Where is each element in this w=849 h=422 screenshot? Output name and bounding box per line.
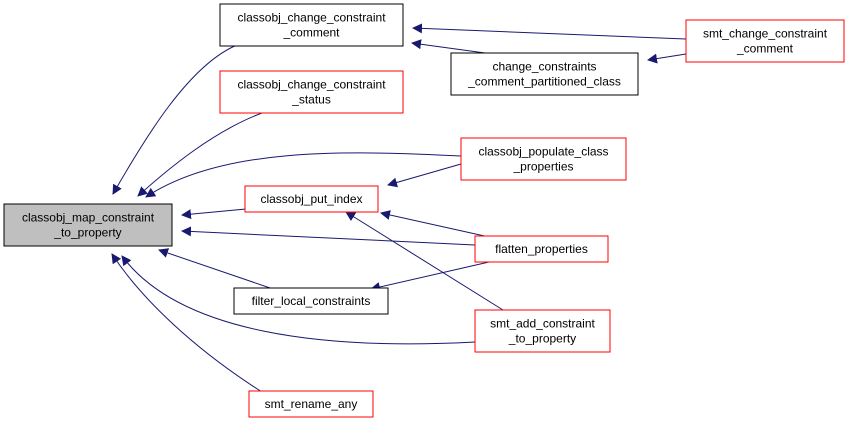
- edge-populate_class-to-put_index: [387, 163, 462, 188]
- node-label-line: smt_change_constraint: [703, 27, 828, 41]
- edge-change_status-to-root: [137, 112, 263, 197]
- edge-change_partitioned-to-change_comment: [411, 39, 486, 54]
- node-box: [244, 185, 379, 213]
- nodes-layer: classobj_map_constraint_to_propertyclass…: [3, 3, 845, 418]
- node-label-line: _comment_partitioned_class: [467, 75, 621, 89]
- edge-populate_class-to-root: [145, 152, 462, 198]
- node-label-line: _status: [291, 93, 331, 107]
- node-populate-class[interactable]: classobj_populate_class_properties: [460, 137, 627, 181]
- node-label-line: filter_local_constraints: [252, 294, 371, 308]
- edge-smt_add-to-root: [121, 255, 476, 345]
- node-label-line: _properties: [512, 160, 573, 174]
- node-label-line: _comment: [282, 26, 340, 40]
- node-label-line: _to_property: [508, 332, 576, 346]
- edge-put_index-to-root: [181, 208, 247, 220]
- node-box: [685, 19, 845, 63]
- node-label-line: classobj_change_constraint: [237, 78, 386, 92]
- node-root[interactable]: classobj_map_constraint_to_property: [3, 203, 173, 247]
- edge-smt_change_comment-to-change_comment: [412, 23, 687, 40]
- edge-rename_any-to-root: [111, 253, 263, 393]
- node-change-comment[interactable]: classobj_change_constraint_comment: [219, 3, 404, 47]
- node-label-line: classobj_map_constraint: [22, 211, 155, 225]
- node-filter-local[interactable]: filter_local_constraints: [233, 287, 389, 315]
- edge-change_comment-to-root: [112, 44, 238, 195]
- node-smt-change-comment[interactable]: smt_change_constraint_comment: [685, 19, 845, 63]
- node-box: [248, 390, 374, 418]
- node-box: [3, 203, 173, 247]
- edge-smt_change_comment-to-change_partitioned: [647, 53, 687, 64]
- node-label-line: smt_rename_any: [265, 397, 358, 411]
- node-box: [219, 70, 404, 114]
- edges-layer: [111, 23, 687, 393]
- edge-filter_local-to-root: [158, 248, 277, 291]
- node-label-line: classobj_change_constraint: [237, 11, 386, 25]
- edge-flatten-to-put_index: [380, 210, 490, 238]
- node-label-line: classobj_put_index: [260, 192, 362, 206]
- edge-smt_add-to-put_index: [345, 211, 504, 311]
- node-box: [219, 3, 404, 47]
- node-smt-add[interactable]: smt_add_constraint_to_property: [474, 309, 611, 353]
- node-change-status[interactable]: classobj_change_constraint_status: [219, 70, 404, 114]
- node-change-partitioned[interactable]: change_constraints_comment_partitioned_c…: [450, 52, 639, 96]
- node-box: [460, 137, 627, 181]
- node-label-line: _comment: [736, 42, 794, 56]
- node-label-line: smt_add_constraint: [490, 317, 595, 331]
- node-box: [474, 235, 609, 263]
- node-box: [474, 309, 611, 353]
- node-label-line: _to_property: [53, 226, 121, 240]
- node-rename-any[interactable]: smt_rename_any: [248, 390, 374, 418]
- node-box: [233, 287, 389, 315]
- node-put-index[interactable]: classobj_put_index: [244, 185, 379, 213]
- node-flatten[interactable]: flatten_properties: [474, 235, 609, 263]
- edge-flatten-to-filter_local: [370, 261, 490, 292]
- node-label-line: classobj_populate_class: [478, 145, 608, 159]
- node-label-line: change_constraints: [492, 60, 596, 74]
- node-box: [450, 52, 639, 96]
- node-label-line: flatten_properties: [495, 242, 588, 256]
- edge-flatten-to-root: [181, 226, 476, 246]
